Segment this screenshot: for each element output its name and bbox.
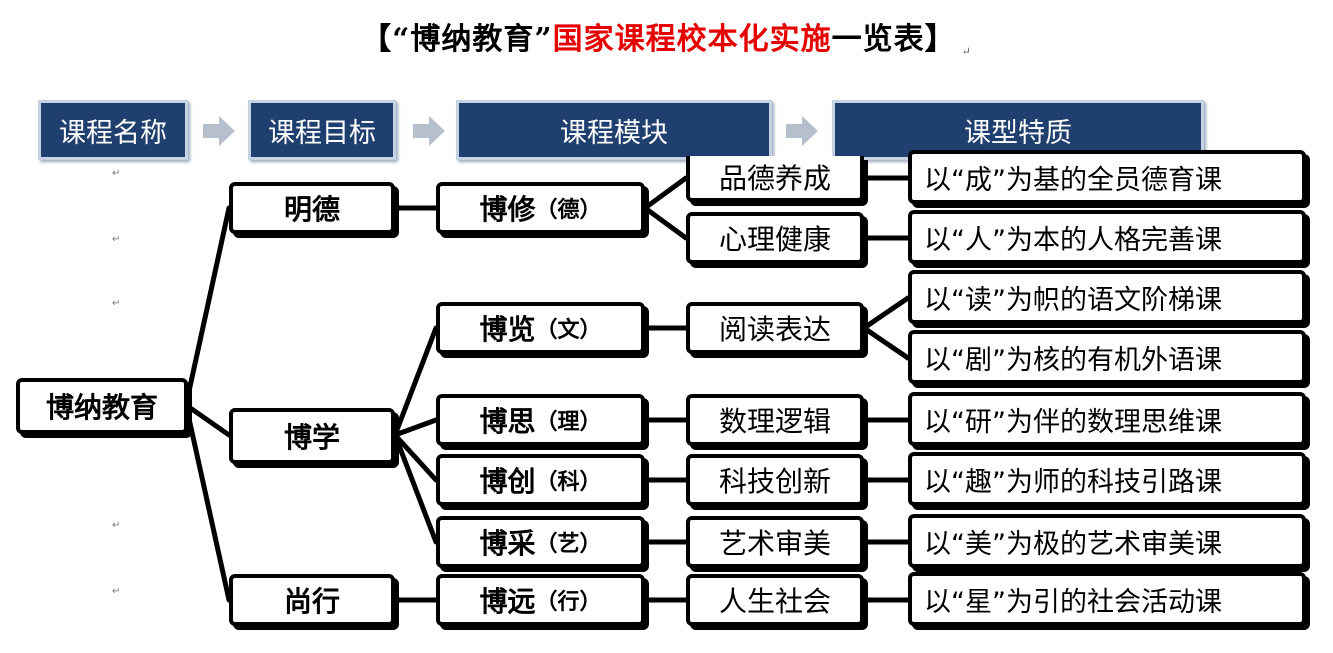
module-node: 人生社会 [686,574,864,626]
subject-node: 博修（德） [436,182,645,234]
goal-node: 尚行 [229,574,395,626]
subject-node: 博创（科） [436,454,645,506]
arrow-right-icon [413,116,445,146]
page-title: 【“博纳教育”国家课程校本化实施一览表】↵ [361,22,972,58]
quality-node: 以“成”为基的全员德育课 [908,150,1306,204]
arrow-right-icon [786,116,818,146]
root-node: 博纳教育 [16,378,188,434]
quality-node: 以“星”为引的社会活动课 [908,572,1306,626]
header-course-module: 课程模块 [456,100,772,160]
quality-node: 以“读”为帜的语文阶梯课 [908,270,1306,324]
quality-node: 以“剧”为核的有机外语课 [908,330,1306,384]
quality-node: 以“美”为极的艺术审美课 [908,514,1306,568]
arrow-right-icon [203,116,235,146]
goal-node: 明德 [229,182,395,234]
module-node: 品德养成 [686,156,864,202]
module-node: 心理健康 [686,212,864,264]
quality-node: 以“研”为伴的数理思维课 [908,392,1306,446]
quality-node: 以“趣”为师的科技引路课 [908,452,1306,506]
subject-node: 博览（文） [436,302,645,354]
quality-node: 以“人”为本的人格完善课 [908,210,1306,264]
header-course-name: 课程名称 [38,100,188,160]
header-course-goal: 课程目标 [248,100,396,160]
subject-node: 博远（行） [436,574,645,626]
goal-node: 博学 [229,408,395,464]
subject-node: 博采（艺） [436,516,645,568]
subject-node: 博思（理） [436,394,645,446]
module-node: 阅读表达 [686,302,864,354]
module-node: 数理逻辑 [686,394,864,446]
module-node: 科技创新 [686,454,864,506]
module-node: 艺术审美 [686,516,864,568]
